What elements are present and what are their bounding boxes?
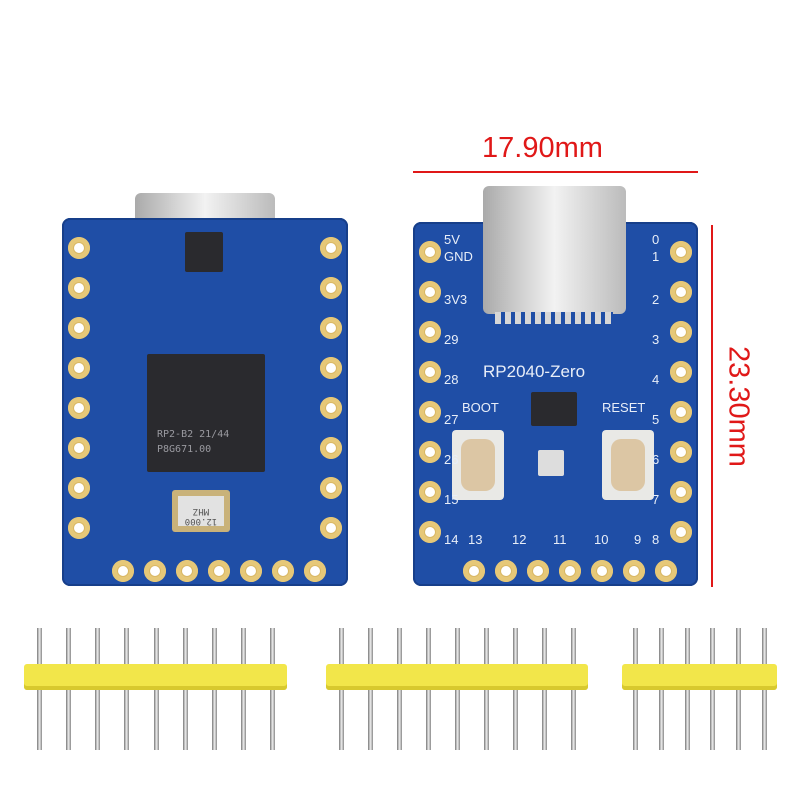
pin-pad xyxy=(176,560,198,582)
pin-pad xyxy=(68,437,90,459)
pin-label-right: 4 xyxy=(652,372,660,387)
board-title: RP2040-Zero xyxy=(483,362,586,381)
pin-label-left: 28 xyxy=(444,372,459,387)
usb-c-connector[interactable] xyxy=(483,186,626,314)
pin-pad xyxy=(419,241,441,263)
pin-label-right: 1 xyxy=(652,249,660,264)
pin-pad xyxy=(670,441,692,463)
pin-pad xyxy=(68,357,90,379)
pin-label-right: 7 xyxy=(652,492,660,507)
pin-pad xyxy=(320,317,342,339)
pin-label-right: 2 xyxy=(652,292,660,307)
pin-header-strip xyxy=(326,664,588,690)
pin-pad xyxy=(68,277,90,299)
pin-label-bottom: 11 xyxy=(553,532,567,547)
usb-pins xyxy=(495,312,613,324)
pin-pad xyxy=(68,397,90,419)
rgb-led xyxy=(538,450,564,476)
pin-pad xyxy=(68,477,90,499)
pin-pad xyxy=(670,481,692,503)
pin-label-left: 3V3 xyxy=(444,292,468,307)
pin-pad xyxy=(68,317,90,339)
pin-label-right: 0 xyxy=(652,232,660,247)
pin-pad xyxy=(559,560,581,582)
pin-pad xyxy=(304,560,326,582)
pin-label-right: 8 xyxy=(652,532,660,547)
pin-label-bottom: 12 xyxy=(512,532,527,547)
pin-pad xyxy=(670,361,692,383)
pin-label-left: 14 xyxy=(444,532,459,547)
pin-label-left: 5V xyxy=(444,232,460,247)
pin-label-right: 6 xyxy=(652,452,660,467)
pin-pad xyxy=(419,481,441,503)
pin-pad xyxy=(463,560,485,582)
pin-pad xyxy=(68,517,90,539)
flash-chip xyxy=(531,392,577,426)
pin-label-left: 27 xyxy=(444,412,459,427)
reset-button[interactable] xyxy=(602,430,654,500)
pin-pad xyxy=(495,560,517,582)
pin-pad xyxy=(419,521,441,543)
pin-pad xyxy=(320,477,342,499)
height-dimension-line xyxy=(711,225,713,587)
rp2040-chip: RP2-B2 21/44 P8G671.00 xyxy=(147,354,265,472)
reset-label: RESET xyxy=(602,400,646,415)
pin-pad xyxy=(670,281,692,303)
pin-label-left: 29 xyxy=(444,332,459,347)
pin-pad xyxy=(144,560,166,582)
pin-label-left: GND xyxy=(444,249,473,264)
pin-label-right: 3 xyxy=(652,332,660,347)
pin-pad xyxy=(670,241,692,263)
pin-pad xyxy=(112,560,134,582)
regulator-chip xyxy=(185,232,223,272)
pin-pad xyxy=(670,521,692,543)
pin-pad xyxy=(320,517,342,539)
pin-pad xyxy=(419,361,441,383)
pin-label-left: 26 xyxy=(444,452,459,467)
pin-label-bottom: 13 xyxy=(468,532,483,547)
width-dimension-label: 17.90mm xyxy=(482,132,603,164)
pin-pad xyxy=(670,401,692,423)
pin-header-strip xyxy=(622,664,777,690)
pin-pad xyxy=(419,281,441,303)
pin-pad xyxy=(320,277,342,299)
pin-pad xyxy=(670,321,692,343)
pin-pad xyxy=(419,441,441,463)
pin-pad xyxy=(320,397,342,419)
boot-label: BOOT xyxy=(462,400,499,415)
height-dimension-label: 23.30mm xyxy=(722,346,755,467)
pin-pad xyxy=(419,401,441,423)
boot-button[interactable] xyxy=(452,430,504,500)
pin-label-right: 5 xyxy=(652,412,660,427)
pin-label-bottom: 10 xyxy=(594,532,609,547)
pin-pad xyxy=(240,560,262,582)
pin-pad xyxy=(320,437,342,459)
pin-pad xyxy=(320,357,342,379)
pin-pad xyxy=(68,237,90,259)
pin-pad xyxy=(591,560,613,582)
width-dimension-line xyxy=(413,171,698,173)
pin-pad xyxy=(527,560,549,582)
pin-pad xyxy=(208,560,230,582)
pin-label-left: 15 xyxy=(444,492,459,507)
pin-label-bottom: 9 xyxy=(634,532,642,547)
pin-header-strip xyxy=(24,664,287,690)
pin-pad xyxy=(320,237,342,259)
pin-pad xyxy=(272,560,294,582)
pin-pad xyxy=(623,560,645,582)
pin-pad xyxy=(419,321,441,343)
crystal: 12.000 MHZ xyxy=(172,490,230,532)
pin-pad xyxy=(655,560,677,582)
